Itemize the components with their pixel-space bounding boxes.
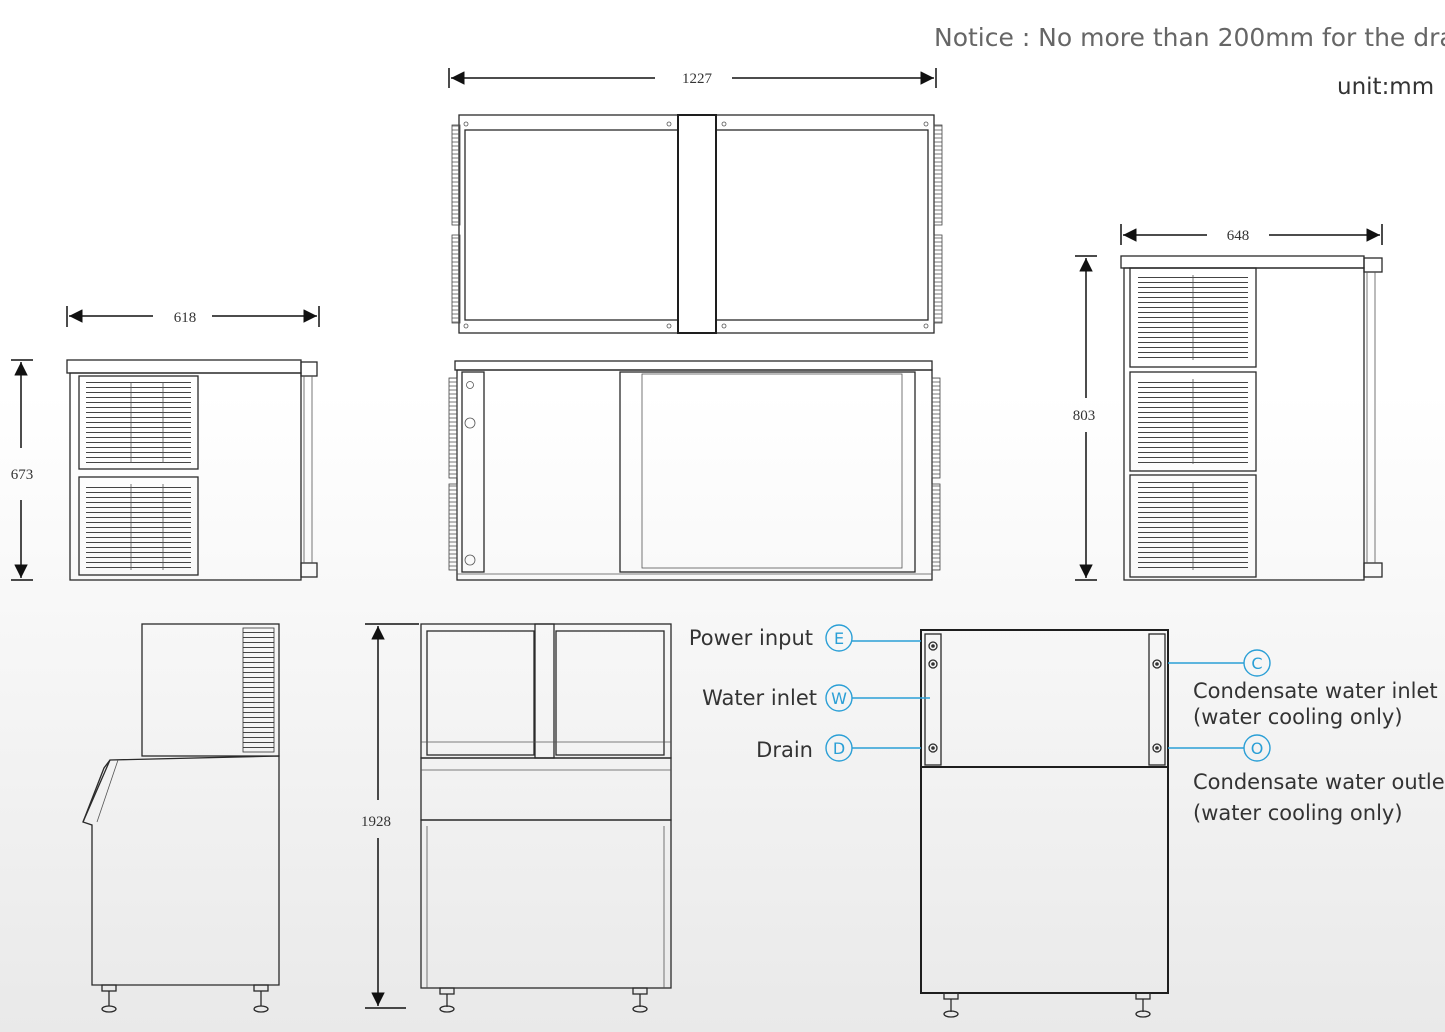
callout-condensate-inlet: C Condensate water inlet (water cooling … <box>1168 649 1438 729</box>
drain-label: Drain <box>756 738 813 762</box>
condensate-inlet-note: (water cooling only) <box>1193 705 1403 729</box>
dimension-right-height: 803 <box>1073 255 1097 581</box>
dim-618: 618 <box>174 310 197 326</box>
water-inlet-label: Water inlet <box>702 686 817 710</box>
callout-water-inlet: Water inlet W <box>702 684 930 712</box>
side-profile-view <box>82 623 280 1013</box>
letter-c: C <box>1251 654 1262 673</box>
letter-d: D <box>833 739 845 758</box>
dimension-left-width: 618 <box>66 306 320 327</box>
rear-elevation-view <box>448 360 941 581</box>
callout-power-input: Power input E <box>689 624 921 652</box>
dim-803: 803 <box>1073 408 1096 424</box>
condensate-outlet-label: Condensate water outlet <box>1193 770 1445 794</box>
letter-e: E <box>834 629 844 648</box>
dimension-total-height: 1928 <box>361 623 419 1009</box>
right-side-view <box>1120 255 1383 581</box>
callout-condensate-outlet: O Condensate water outlet (water cooling… <box>1168 734 1445 825</box>
callout-drain: Drain D <box>756 734 921 762</box>
front-elevation-view <box>420 623 672 1013</box>
rear-connections-view <box>920 629 1169 1018</box>
condensate-inlet-label: Condensate water inlet <box>1193 679 1438 703</box>
dim-1928: 1928 <box>361 814 391 830</box>
letter-w: W <box>831 689 847 708</box>
notice-text: Notice : No more than 200mm for the dra <box>934 23 1445 52</box>
letter-o: O <box>1251 739 1264 758</box>
dim-673: 673 <box>11 467 34 483</box>
dim-1227: 1227 <box>682 71 713 87</box>
dim-648: 648 <box>1227 228 1250 244</box>
dimension-right-width: 648 <box>1120 224 1383 245</box>
condensate-outlet-note: (water cooling only) <box>1193 801 1403 825</box>
top-plan-view <box>451 114 943 334</box>
dimension-left-height: 673 <box>11 359 34 581</box>
left-side-view <box>66 359 318 581</box>
power-input-label: Power input <box>689 626 813 650</box>
unit-label: unit:mm <box>1337 74 1434 100</box>
dimension-top-width: 1227 <box>448 68 937 88</box>
